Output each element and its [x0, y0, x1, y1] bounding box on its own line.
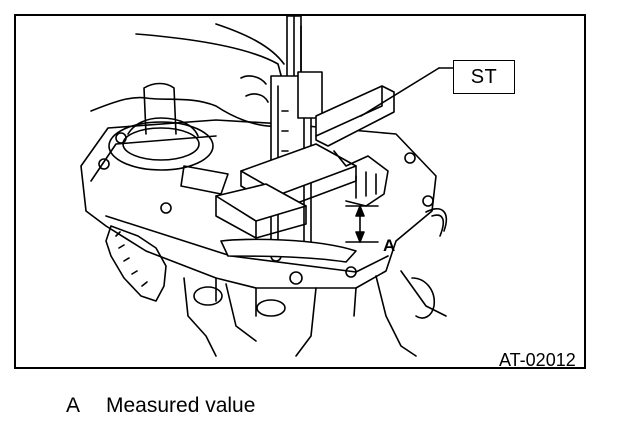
legend-text: Measured value	[106, 394, 256, 417]
figure-code: AT-02012	[499, 350, 576, 369]
dimension-a-label: A	[383, 236, 396, 255]
legend: A Measured value	[66, 394, 255, 418]
boot-base	[122, 127, 200, 161]
transmission-measurement-illustration	[80, 16, 454, 357]
transmission-case	[80, 119, 437, 289]
pipe	[425, 207, 448, 237]
figure-frame: ST A AT-02012	[14, 14, 586, 369]
gear	[105, 225, 167, 302]
shift-lever	[143, 82, 177, 135]
hand-arm	[90, 33, 287, 127]
callout-st-box: ST	[453, 60, 515, 94]
callout-leader	[360, 67, 440, 117]
callout-st-label: ST	[470, 65, 498, 88]
legend-key: A	[66, 394, 81, 417]
